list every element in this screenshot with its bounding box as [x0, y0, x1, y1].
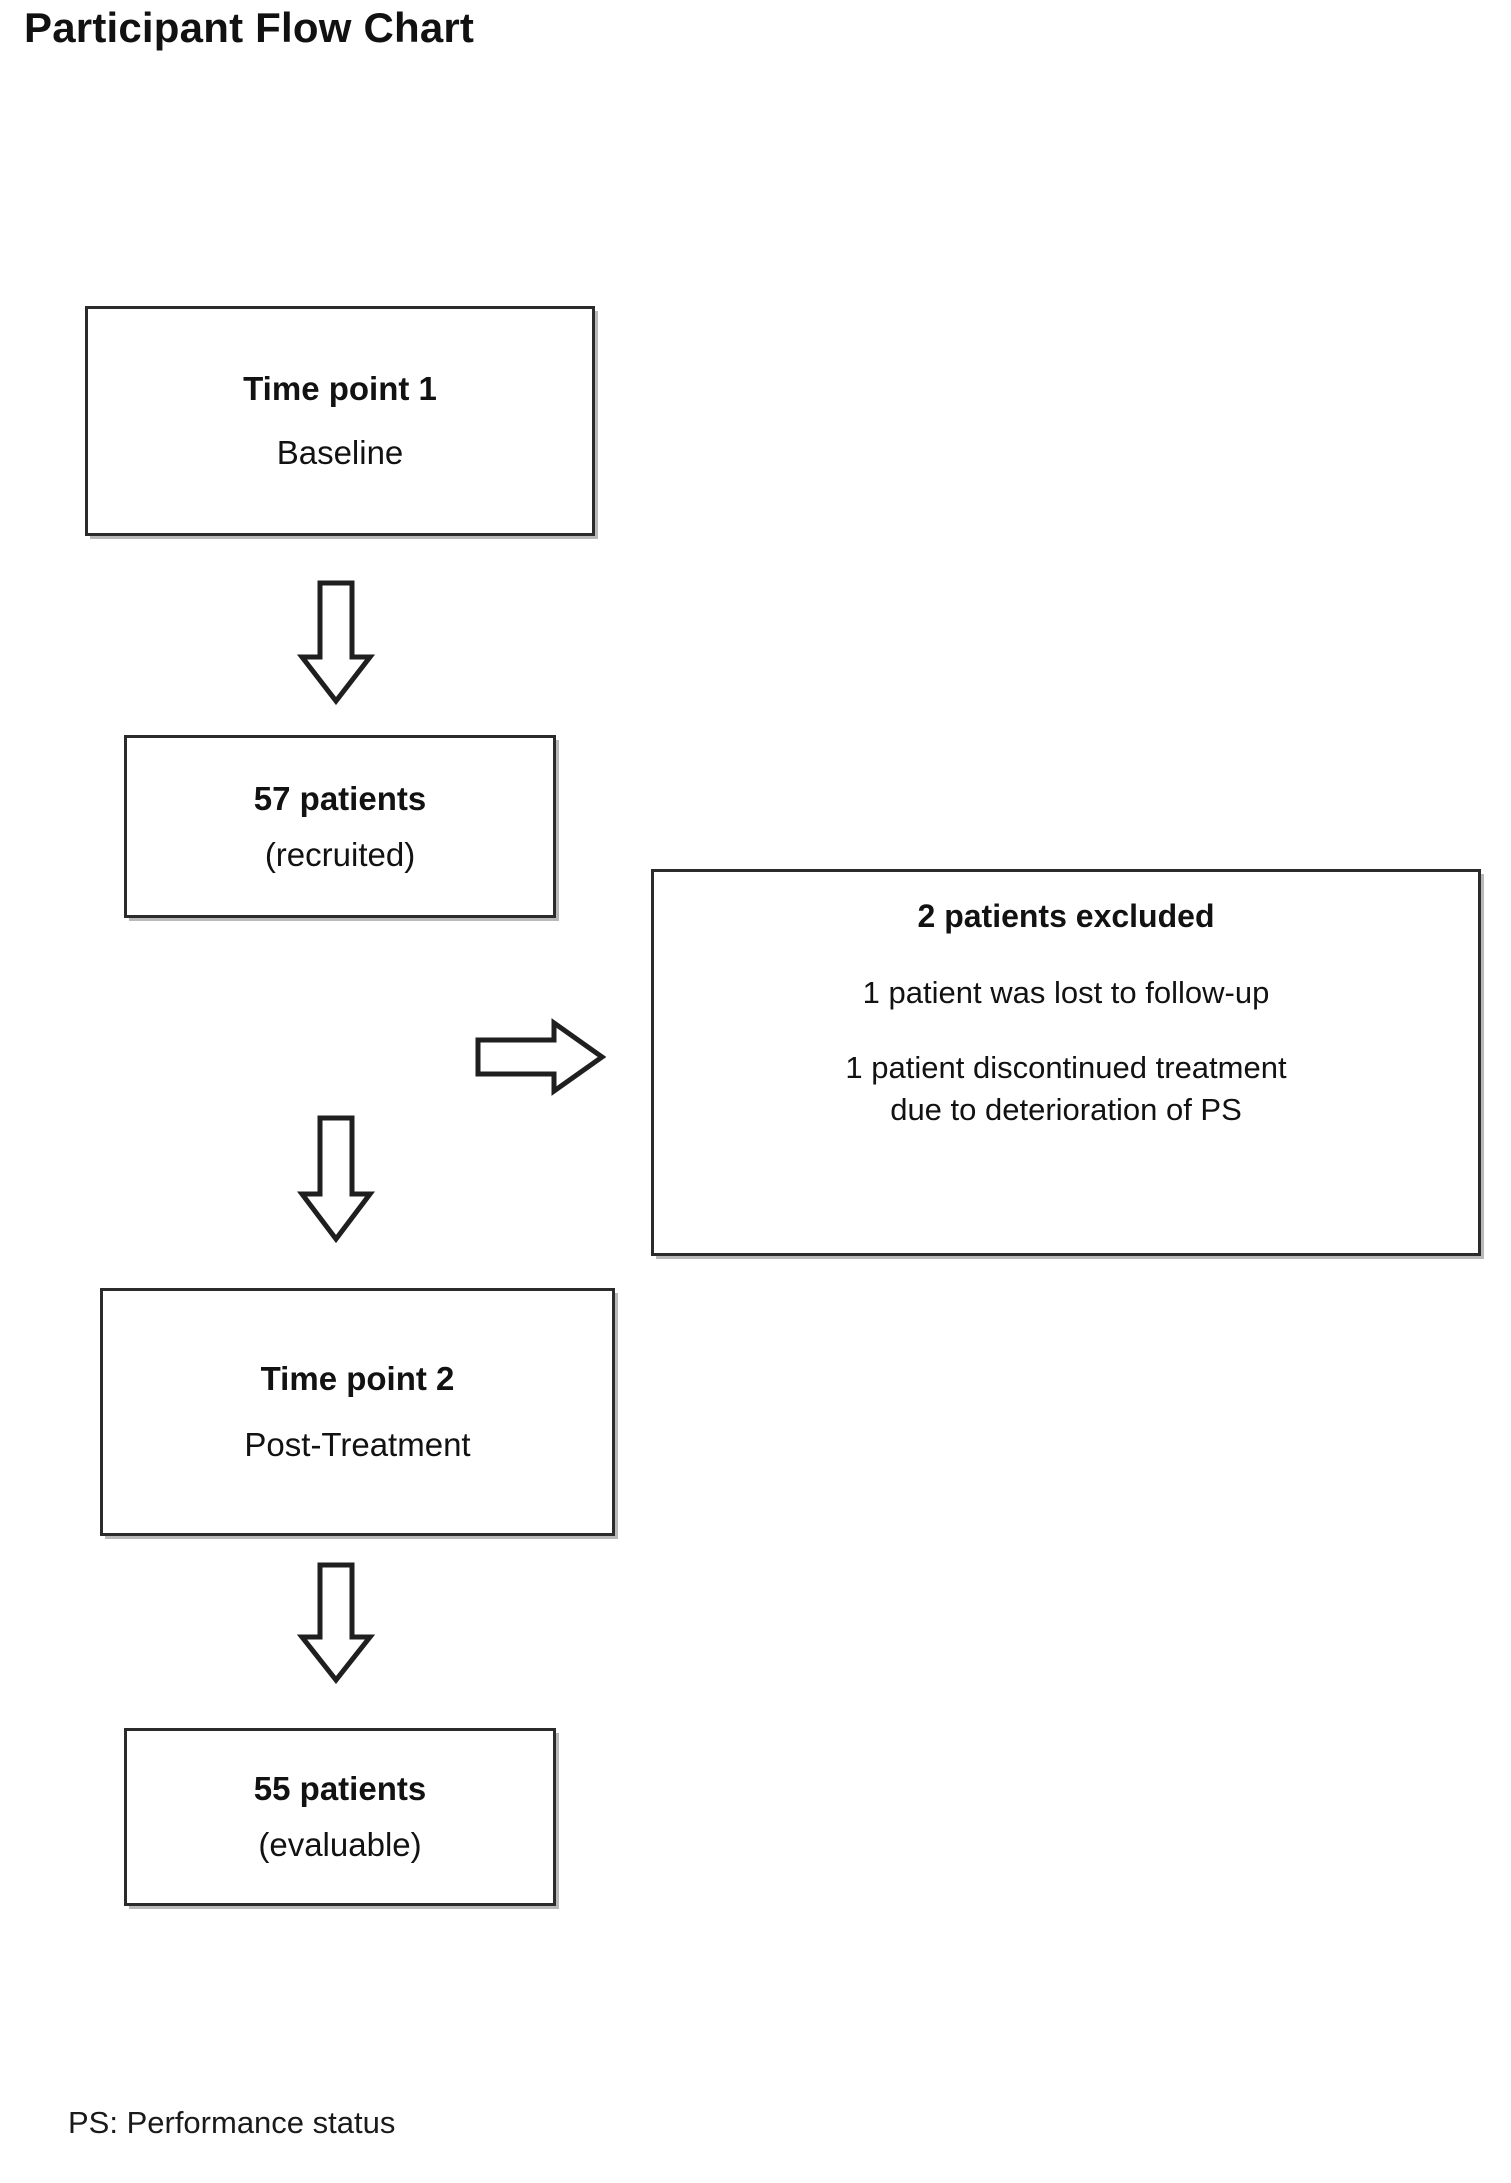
footnote-abbreviation: PS: Performance status: [68, 2105, 396, 2140]
flow-box-evaluable-count: 55 patients: [253, 1770, 427, 1808]
flow-box-timepoint-1: Time point 1 Baseline: [85, 306, 595, 536]
arrow-down-icon: [296, 580, 376, 705]
flow-box-excluded-reason-2-line-2: due to deterioration of PS: [890, 1092, 1242, 1128]
flow-box-timepoint-1-subtitle: Baseline: [276, 434, 404, 471]
page-title: Participant Flow Chart: [24, 4, 475, 51]
flow-box-excluded-reason-1: 1 patient was lost to follow-up: [862, 974, 1270, 1010]
arrow-down-icon: [296, 1115, 376, 1243]
flow-box-timepoint-2-subtitle: Post-Treatment: [244, 1426, 471, 1463]
flow-box-timepoint-1-title: Time point 1: [243, 370, 437, 408]
flow-box-evaluable: 55 patients (evaluable): [124, 1728, 556, 1906]
flow-box-recruited: 57 patients (recruited): [124, 735, 556, 918]
flow-box-recruited-label: (recruited): [264, 835, 416, 873]
flow-box-recruited-count: 57 patients: [253, 779, 427, 817]
flow-box-excluded-reason-2-line-1: 1 patient discontinued treatment: [845, 1050, 1287, 1086]
flow-box-excluded: 2 patients excluded 1 patient was lost t…: [651, 869, 1481, 1256]
flow-box-timepoint-2: Time point 2 Post-Treatment: [100, 1288, 615, 1536]
arrow-down-icon: [296, 1562, 376, 1684]
arrow-right-icon: [474, 1018, 606, 1096]
flow-box-excluded-title: 2 patients excluded: [917, 898, 1215, 934]
flow-box-timepoint-2-title: Time point 2: [260, 1360, 455, 1398]
flow-box-evaluable-label: (evaluable): [258, 1826, 422, 1863]
